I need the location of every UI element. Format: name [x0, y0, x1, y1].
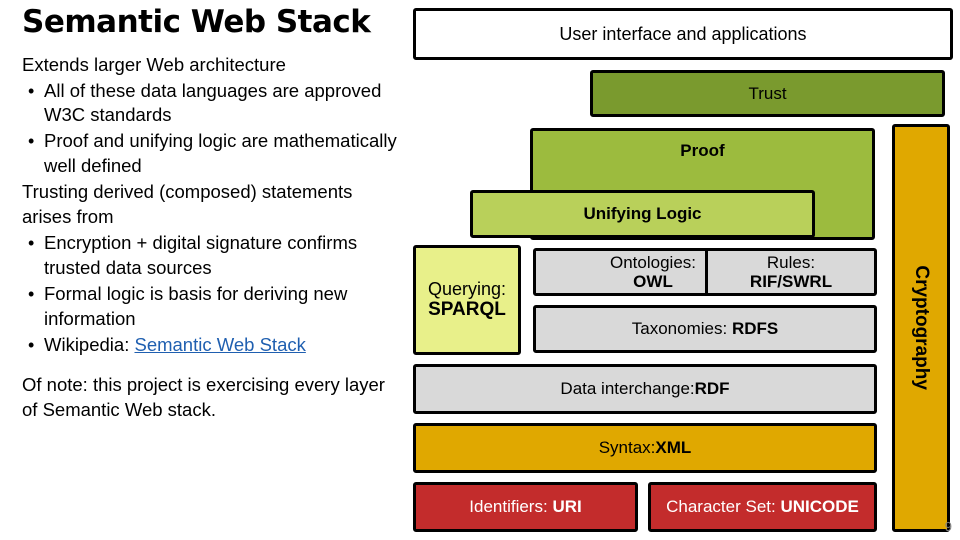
- stack-label-proof: Proof: [680, 141, 725, 160]
- list-item: Encryption + digital signature confirms …: [22, 231, 402, 281]
- charset-label-bold: UNICODE: [780, 497, 859, 517]
- stack-box-rules: Rules: RIF/SWRL: [705, 248, 877, 296]
- list-item: Formal logic is basis for deriving new i…: [22, 282, 402, 332]
- identifiers-label-light: Identifiers:: [469, 497, 548, 517]
- bullet-list-1: All of these data languages are approved…: [22, 79, 402, 180]
- rules-label-light: Rules:: [766, 252, 816, 272]
- paragraph-trusting: Trusting derived (composed) statements a…: [22, 181, 353, 228]
- ontologies-label-light: Ontologies:: [610, 252, 696, 272]
- stack-box-cryptography: Cryptography: [892, 124, 950, 532]
- syntax-label-bold: XML: [655, 438, 692, 458]
- stack-box-taxonomies: Taxonomies: RDFS: [533, 305, 877, 353]
- semantic-web-stack-link[interactable]: Semantic Web Stack: [134, 334, 306, 356]
- stack-box-trust: Trust: [590, 70, 945, 117]
- taxonomies-label-bold: RDFS: [731, 319, 779, 339]
- stack-label-trust: Trust: [748, 83, 787, 103]
- paragraph-extends: Extends larger Web architecture: [22, 53, 286, 75]
- stack-label-user-interface: User interface and applications: [559, 23, 807, 44]
- spacer: [22, 359, 402, 373]
- identifiers-label-bold: URI: [552, 497, 582, 517]
- slide-text-column: Semantic Web Stack Extends larger Web ar…: [22, 6, 402, 534]
- datainter-label-light: Data interchange:: [560, 379, 695, 399]
- stack-box-character-set: Character Set: UNICODE: [648, 482, 877, 532]
- list-item: Proof and unifying logic are mathematica…: [22, 129, 402, 179]
- taxonomies-label-light: Taxonomies:: [631, 319, 728, 339]
- stack-label-cryptography: Cryptography: [910, 265, 932, 391]
- paragraph-ofnote: Of note: this project is exercising ever…: [22, 374, 385, 421]
- list-item: All of these data languages are approved…: [22, 79, 402, 129]
- page-title: Semantic Web Stack: [22, 4, 371, 40]
- semantic-web-stack-diagram: User interface and applications Proof Tr…: [405, 0, 960, 540]
- querying-label-bold: SPARQL: [428, 299, 506, 321]
- charset-label-light: Character Set:: [666, 497, 776, 517]
- page-number: 9: [944, 519, 952, 534]
- ontologies-label-bold: OWL: [633, 272, 673, 291]
- datainter-label-bold: RDF: [694, 379, 730, 399]
- stack-box-querying: Querying: SPARQL: [413, 245, 521, 355]
- stack-box-syntax: Syntax:XML: [413, 423, 877, 473]
- stack-label-unifying-logic: Unifying Logic: [583, 204, 702, 224]
- stack-box-identifiers: Identifiers: URI: [413, 482, 638, 532]
- stack-box-user-interface: User interface and applications: [413, 8, 953, 60]
- stack-label-ontologies: Ontologies: OWL: [610, 253, 696, 291]
- querying-label-light: Querying:: [427, 279, 507, 300]
- stack-box-unifying-logic: Unifying Logic: [470, 190, 815, 238]
- bullet-list-2: Encryption + digital signature confirms …: [22, 231, 402, 358]
- stack-box-data-interchange: Data interchange:RDF: [413, 364, 877, 414]
- list-item-wikipedia: Wikipedia: Semantic Web Stack: [22, 333, 402, 358]
- syntax-label-light: Syntax:: [598, 438, 656, 458]
- slide-body: Extends larger Web architecture All of t…: [22, 53, 402, 424]
- stack-label-rules: Rules: RIF/SWRL: [750, 253, 832, 291]
- wikipedia-label: Wikipedia:: [44, 334, 135, 356]
- rules-label-bold: RIF/SWRL: [749, 272, 833, 291]
